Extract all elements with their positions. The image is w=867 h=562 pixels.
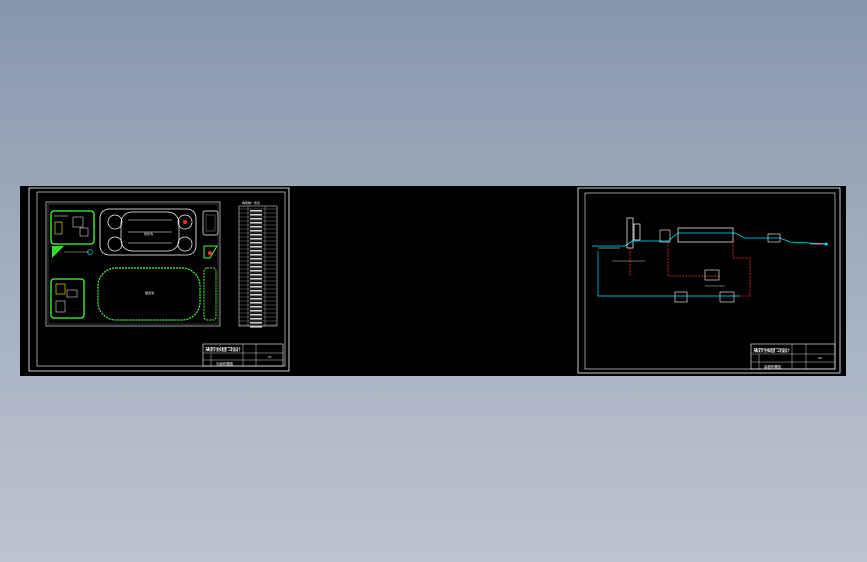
title-block-right-drawing: 高程布置图	[764, 364, 782, 369]
ground-line	[592, 232, 829, 247]
cad-drawing-canvas[interactable]: 氧化沟 储泥池 构筑物一览表	[20, 186, 846, 376]
oxidation-ditch	[120, 211, 180, 252]
table-row-text	[250, 314, 262, 316]
disinfect-tank	[767, 233, 781, 243]
title-block-right-project: 某城市污水处理厂工程设计	[753, 347, 790, 354]
storage-pond	[97, 267, 201, 321]
table-row-text	[250, 298, 262, 300]
table-row-text	[250, 318, 262, 320]
clarifier-2	[107, 236, 123, 252]
office-room-3	[79, 227, 89, 237]
title-block-left-drawing: 平面布置图	[216, 361, 234, 366]
office-building	[50, 210, 95, 245]
table-row-text	[250, 274, 262, 276]
title-block-left-sheet: 01	[268, 355, 272, 359]
table-row-text	[250, 250, 262, 252]
table-row-text	[250, 238, 262, 240]
pump-house	[202, 210, 219, 236]
table-row-text	[250, 266, 262, 268]
table-row-text	[250, 242, 262, 244]
pump-house-inner	[205, 214, 216, 232]
workshop-room-3	[55, 300, 66, 313]
sludge-unit-marker	[208, 251, 212, 255]
table-row-text	[250, 210, 262, 212]
table-row-text	[250, 230, 262, 232]
svg-text:氧化沟: 氧化沟	[144, 231, 153, 236]
sheet-left-inner-frame	[36, 191, 286, 367]
workshop-building	[50, 278, 85, 319]
cad-model-space[interactable]: 氧化沟 储泥池 构筑物一览表	[20, 186, 846, 376]
table-row-text	[250, 246, 262, 248]
table-row-text	[250, 322, 262, 324]
clarifier-3-center	[183, 220, 187, 224]
clarifier-3	[177, 214, 193, 230]
clarifier-4	[177, 236, 193, 252]
site-boundary-inner	[47, 203, 219, 325]
title-block-left: 某城市污水处理厂工程设计 平面布置图 01	[202, 343, 284, 367]
workshop-room-1	[55, 283, 66, 295]
table-row-text	[250, 214, 262, 216]
equipment-table: 构筑物一览表	[238, 200, 278, 328]
sludge-line-2	[730, 242, 751, 297]
table-row-text	[250, 302, 262, 304]
clarifier-1	[107, 214, 123, 230]
oxidation-ditch-area	[99, 208, 197, 256]
title-block-right-sheet: 02	[818, 356, 822, 360]
table-row-text	[250, 222, 262, 224]
valve-1	[87, 249, 93, 255]
green-belt-1	[52, 246, 64, 258]
office-room-2	[72, 216, 84, 228]
table-row-text	[250, 310, 262, 312]
sheet-right-outer-frame	[577, 187, 841, 374]
svg-text:储泥池: 储泥池	[145, 290, 154, 295]
dewatering	[719, 291, 735, 303]
sheet-left-plan[interactable]: 氧化沟 储泥池 构筑物一览表	[28, 187, 290, 372]
thickener	[674, 291, 688, 303]
workshop-room-2	[66, 289, 78, 298]
title-block-right: 某城市污水处理厂工程设计 高程布置图 02	[750, 343, 836, 370]
table-row-text	[250, 294, 262, 296]
sheet-right-inner-frame	[584, 192, 836, 370]
green-belt-right	[203, 267, 217, 321]
sheet-right-profile[interactable]: 某城市污水处理厂工程设计 高程布置图 02	[577, 187, 841, 374]
table-row-text	[250, 282, 262, 284]
table-row-text	[250, 262, 262, 264]
office-room-1	[54, 221, 63, 235]
table-row-text	[250, 226, 262, 228]
table-row-text	[250, 290, 262, 292]
return-line	[597, 251, 740, 297]
table-row-text	[250, 326, 262, 328]
table-row-text	[250, 306, 262, 308]
table-row-text	[250, 278, 262, 280]
legend-title: 构筑物一览表	[242, 200, 260, 205]
title-block-left-project: 某城市污水处理厂工程设计	[205, 346, 241, 353]
aeration-tank	[677, 227, 734, 243]
table-row-text	[250, 218, 262, 220]
sludge-line-1	[667, 242, 720, 277]
grit-chamber	[633, 223, 641, 241]
sec-clarifier	[659, 229, 671, 243]
table-row-text	[250, 254, 262, 256]
sheet-left-outer-frame	[28, 187, 290, 372]
outfall-marker	[824, 242, 828, 246]
table-row-text	[250, 286, 262, 288]
site-boundary	[45, 201, 221, 327]
sludge-unit	[203, 245, 218, 259]
table-row-text	[250, 234, 262, 236]
table-row-text	[250, 258, 262, 260]
sludge-pump	[704, 269, 720, 281]
table-row-text	[250, 270, 262, 272]
